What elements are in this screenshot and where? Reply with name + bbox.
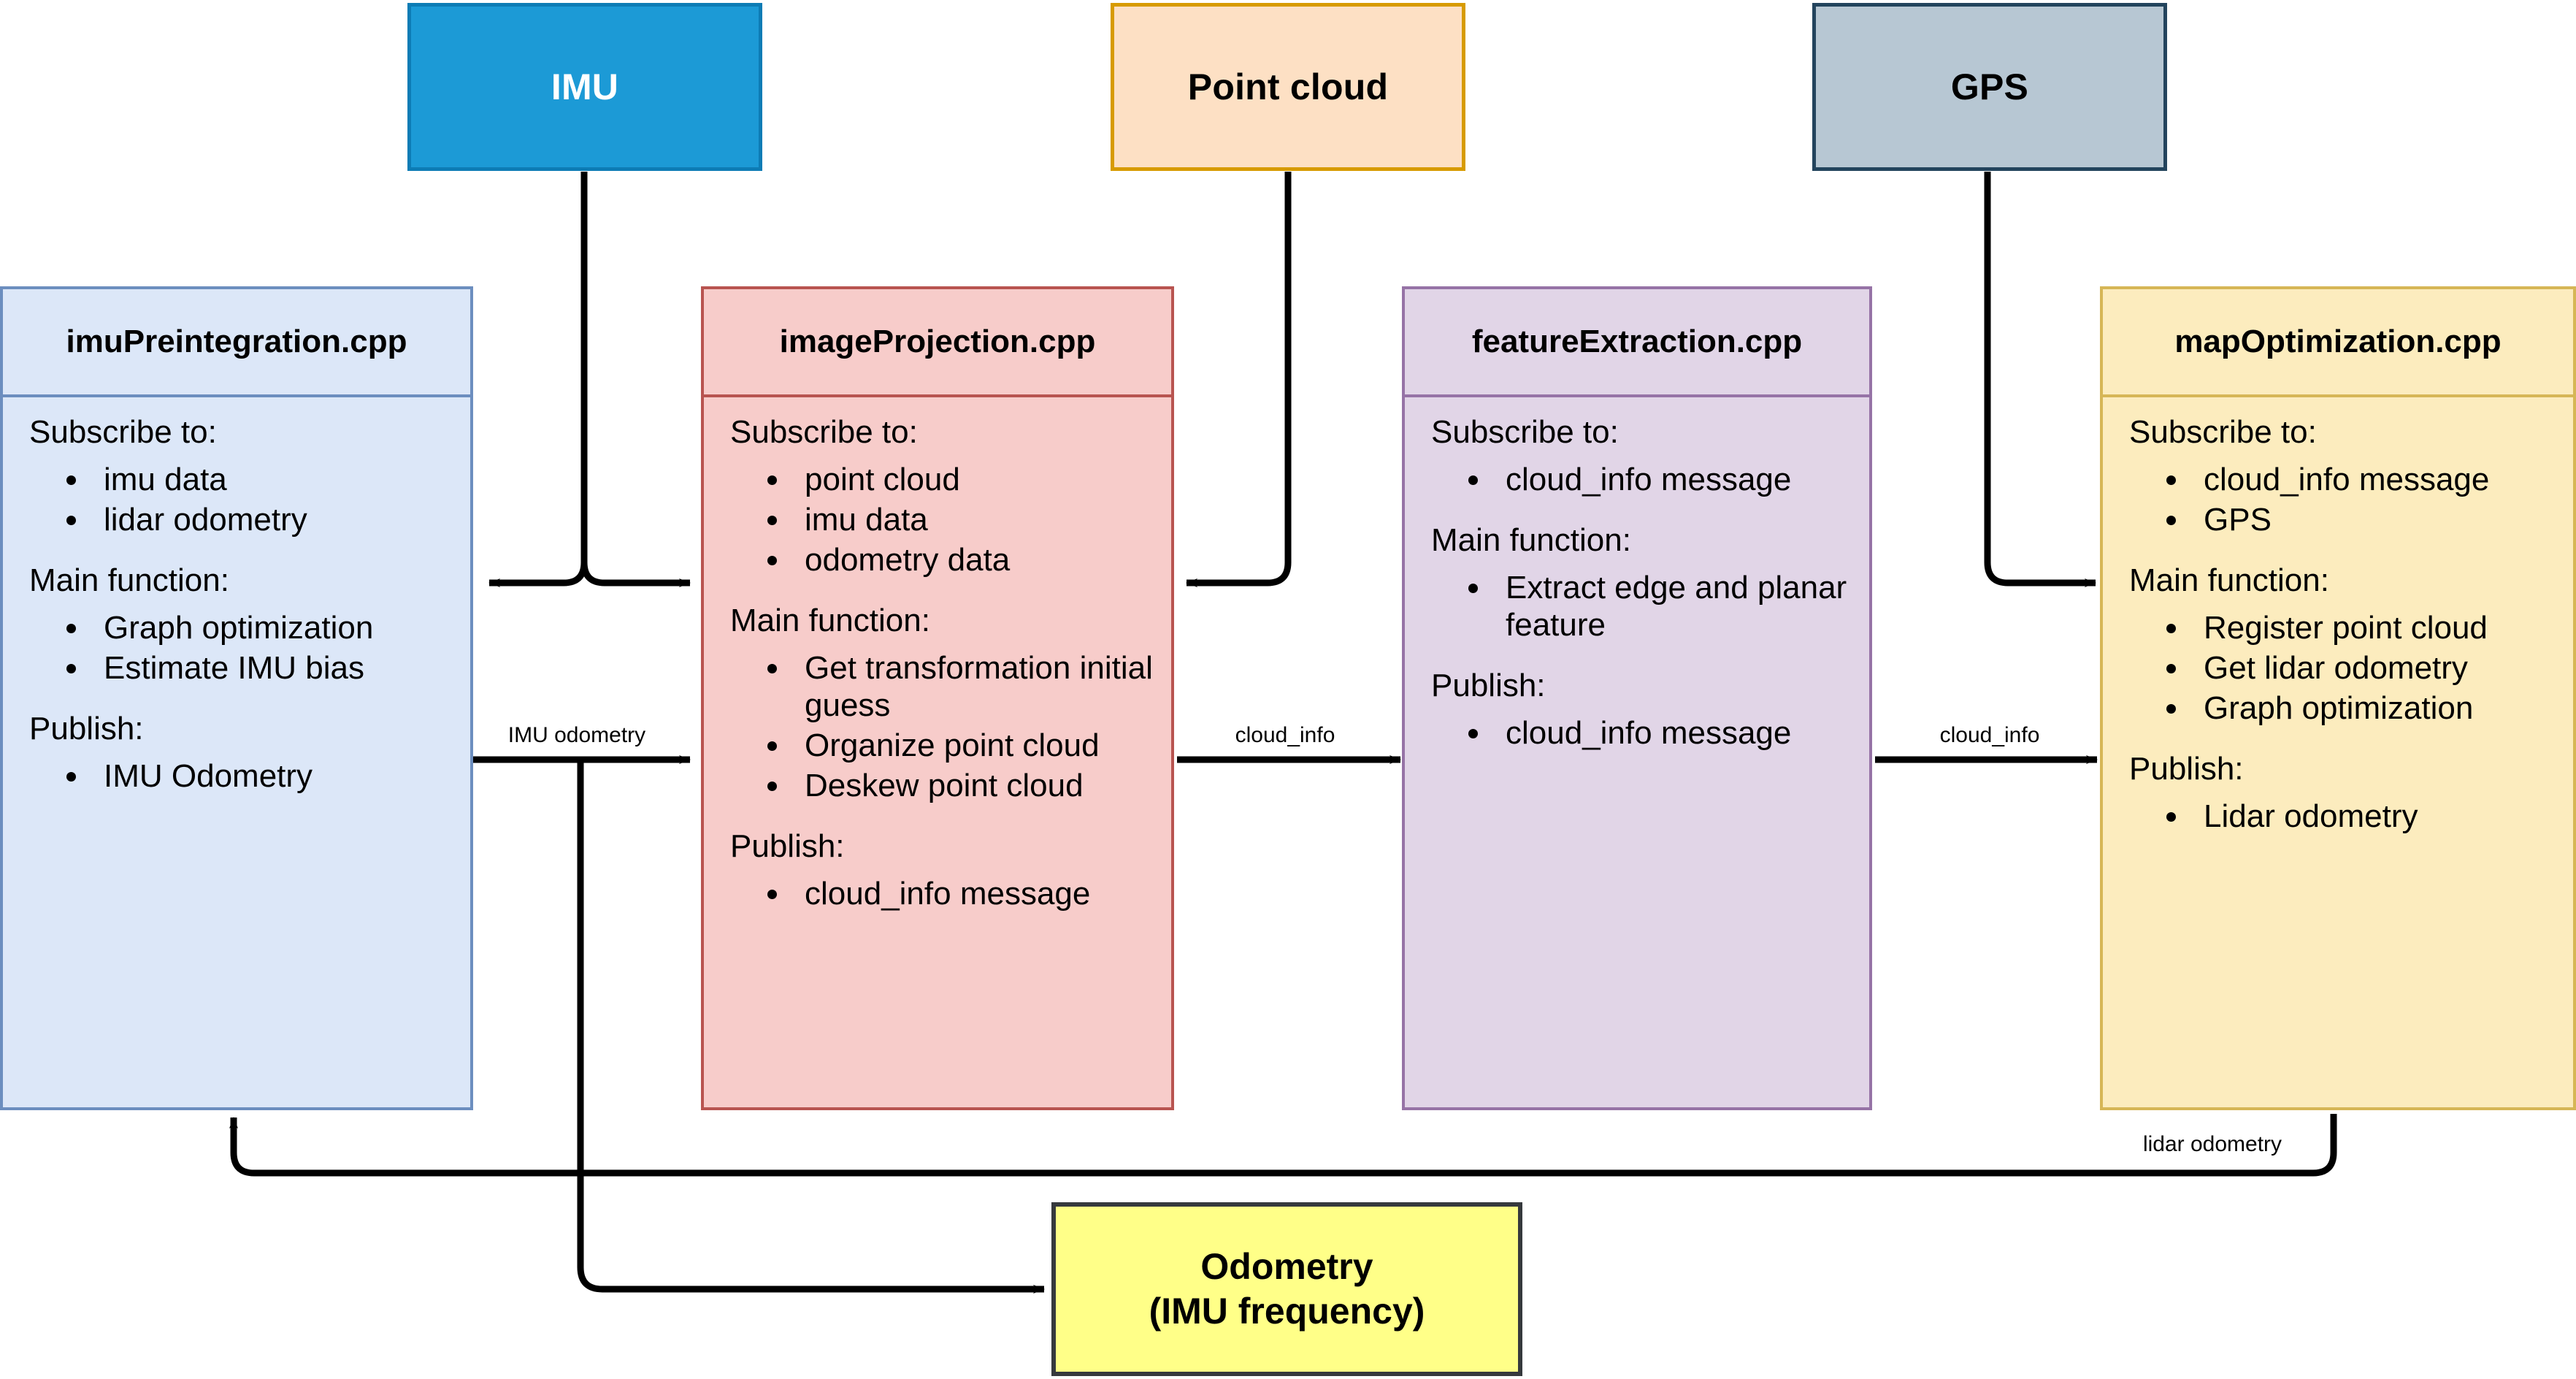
section-heading: Publish: xyxy=(730,828,845,865)
node-map-optimization[interactable]: mapOptimization.cpp Subscribe to: cloud_… xyxy=(2100,286,2576,1110)
list-item: IMU Odometry xyxy=(91,757,470,795)
list-item: GPS xyxy=(2190,501,2573,538)
section-list: Lidar odometry xyxy=(2103,798,2573,835)
output-label-line2: (IMU frequency) xyxy=(1149,1291,1425,1332)
section-list: cloud_info message xyxy=(1405,461,1869,498)
output-box-odometry[interactable]: Odometry (IMU frequency) xyxy=(1051,1202,1522,1376)
section-list: cloud_info message GPS xyxy=(2103,461,2573,538)
edge-pointcloud-to-imageprojection xyxy=(1186,172,1292,587)
node-body-image-projection: Subscribe to: point cloud imu data odome… xyxy=(704,397,1171,912)
section-list: Extract edge and planar feature xyxy=(1405,569,1869,643)
section-heading: Subscribe to: xyxy=(730,414,918,450)
source-box-imu[interactable]: IMU xyxy=(407,3,762,171)
node-body-imu-preintegration: Subscribe to: imu data lidar odometry Ma… xyxy=(3,397,470,795)
section-heading: Main function: xyxy=(29,562,229,599)
list-item: Get transformation initial guess xyxy=(791,649,1171,724)
section-list: IMU Odometry xyxy=(3,757,470,795)
list-item: imu data xyxy=(791,501,1171,538)
node-imu-preintegration[interactable]: imuPreintegration.cpp Subscribe to: imu … xyxy=(0,286,473,1110)
output-label-line1: Odometry xyxy=(1200,1246,1373,1287)
list-item: odometry data xyxy=(791,541,1171,578)
edge-lidar-odometry-feedback xyxy=(229,1114,2337,1177)
section-heading: Subscribe to: xyxy=(29,414,217,450)
edge-label-lidar-odometry: lidar odometry xyxy=(2142,1132,2282,1156)
edge-label-imu-odometry: IMU odometry xyxy=(507,723,646,747)
list-item: cloud_info message xyxy=(2190,461,2573,498)
section-list: Graph optimization Estimate IMU bias xyxy=(3,609,470,687)
section-heading: Main function: xyxy=(2129,562,2329,599)
list-item: Extract edge and planar feature xyxy=(1492,569,1869,643)
node-body-map-optimization: Subscribe to: cloud_info message GPS Mai… xyxy=(2103,397,2573,835)
list-item: imu data xyxy=(91,461,470,498)
list-item: Graph optimization xyxy=(91,609,470,646)
section-heading: Subscribe to: xyxy=(1431,414,1619,450)
list-item: Deskew point cloud xyxy=(791,767,1171,804)
section-heading: Publish: xyxy=(1431,668,1546,704)
list-item: Get lidar odometry xyxy=(2190,649,2573,687)
section-heading: Subscribe to: xyxy=(2129,414,2317,450)
list-item: Lidar odometry xyxy=(2190,798,2573,835)
list-item: point cloud xyxy=(791,461,1171,498)
node-title-image-projection: imageProjection.cpp xyxy=(704,289,1171,397)
section-list: point cloud imu data odometry data xyxy=(704,461,1171,578)
edge-label-cloud-info-2: cloud_info xyxy=(1939,723,2040,747)
section-heading: Publish: xyxy=(2129,751,2244,787)
section-list: Get transformation initial guess Organiz… xyxy=(704,649,1171,804)
edge-gps-to-mapoptimization xyxy=(1984,172,2096,587)
section-heading: Publish: xyxy=(29,711,144,747)
source-label-point-cloud: Point cloud xyxy=(1187,66,1389,107)
node-title-imu-preintegration: imuPreintegration.cpp xyxy=(3,289,470,397)
edge-imu-split xyxy=(488,172,691,587)
list-item: cloud_info message xyxy=(1492,461,1869,498)
list-item: cloud_info message xyxy=(791,875,1171,912)
list-item: cloud_info message xyxy=(1492,714,1869,752)
source-box-point-cloud[interactable]: Point cloud xyxy=(1111,3,1465,171)
section-heading: Main function: xyxy=(1431,522,1631,559)
list-item: Organize point cloud xyxy=(791,727,1171,764)
node-title-feature-extraction: featureExtraction.cpp xyxy=(1405,289,1869,397)
section-list: cloud_info message xyxy=(1405,714,1869,752)
section-list: cloud_info message xyxy=(704,875,1171,912)
list-item: Register point cloud xyxy=(2190,609,2573,646)
source-label-imu: IMU xyxy=(551,66,619,107)
node-title-map-optimization: mapOptimization.cpp xyxy=(2103,289,2573,397)
list-item: lidar odometry xyxy=(91,501,470,538)
source-label-gps: GPS xyxy=(1950,66,2029,107)
node-feature-extraction[interactable]: featureExtraction.cpp Subscribe to: clou… xyxy=(1402,286,1872,1110)
list-item: Graph optimization xyxy=(2190,690,2573,727)
section-list: imu data lidar odometry xyxy=(3,461,470,538)
section-list: Register point cloud Get lidar odometry … xyxy=(2103,609,2573,727)
section-heading: Main function: xyxy=(730,603,930,639)
node-body-feature-extraction: Subscribe to: cloud_info message Main fu… xyxy=(1405,397,1869,752)
edge-label-cloud-info-1: cloud_info xyxy=(1235,723,1335,747)
list-item: Estimate IMU bias xyxy=(91,649,470,687)
source-box-gps[interactable]: GPS xyxy=(1812,3,2167,171)
node-image-projection[interactable]: imageProjection.cpp Subscribe to: point … xyxy=(701,286,1174,1110)
